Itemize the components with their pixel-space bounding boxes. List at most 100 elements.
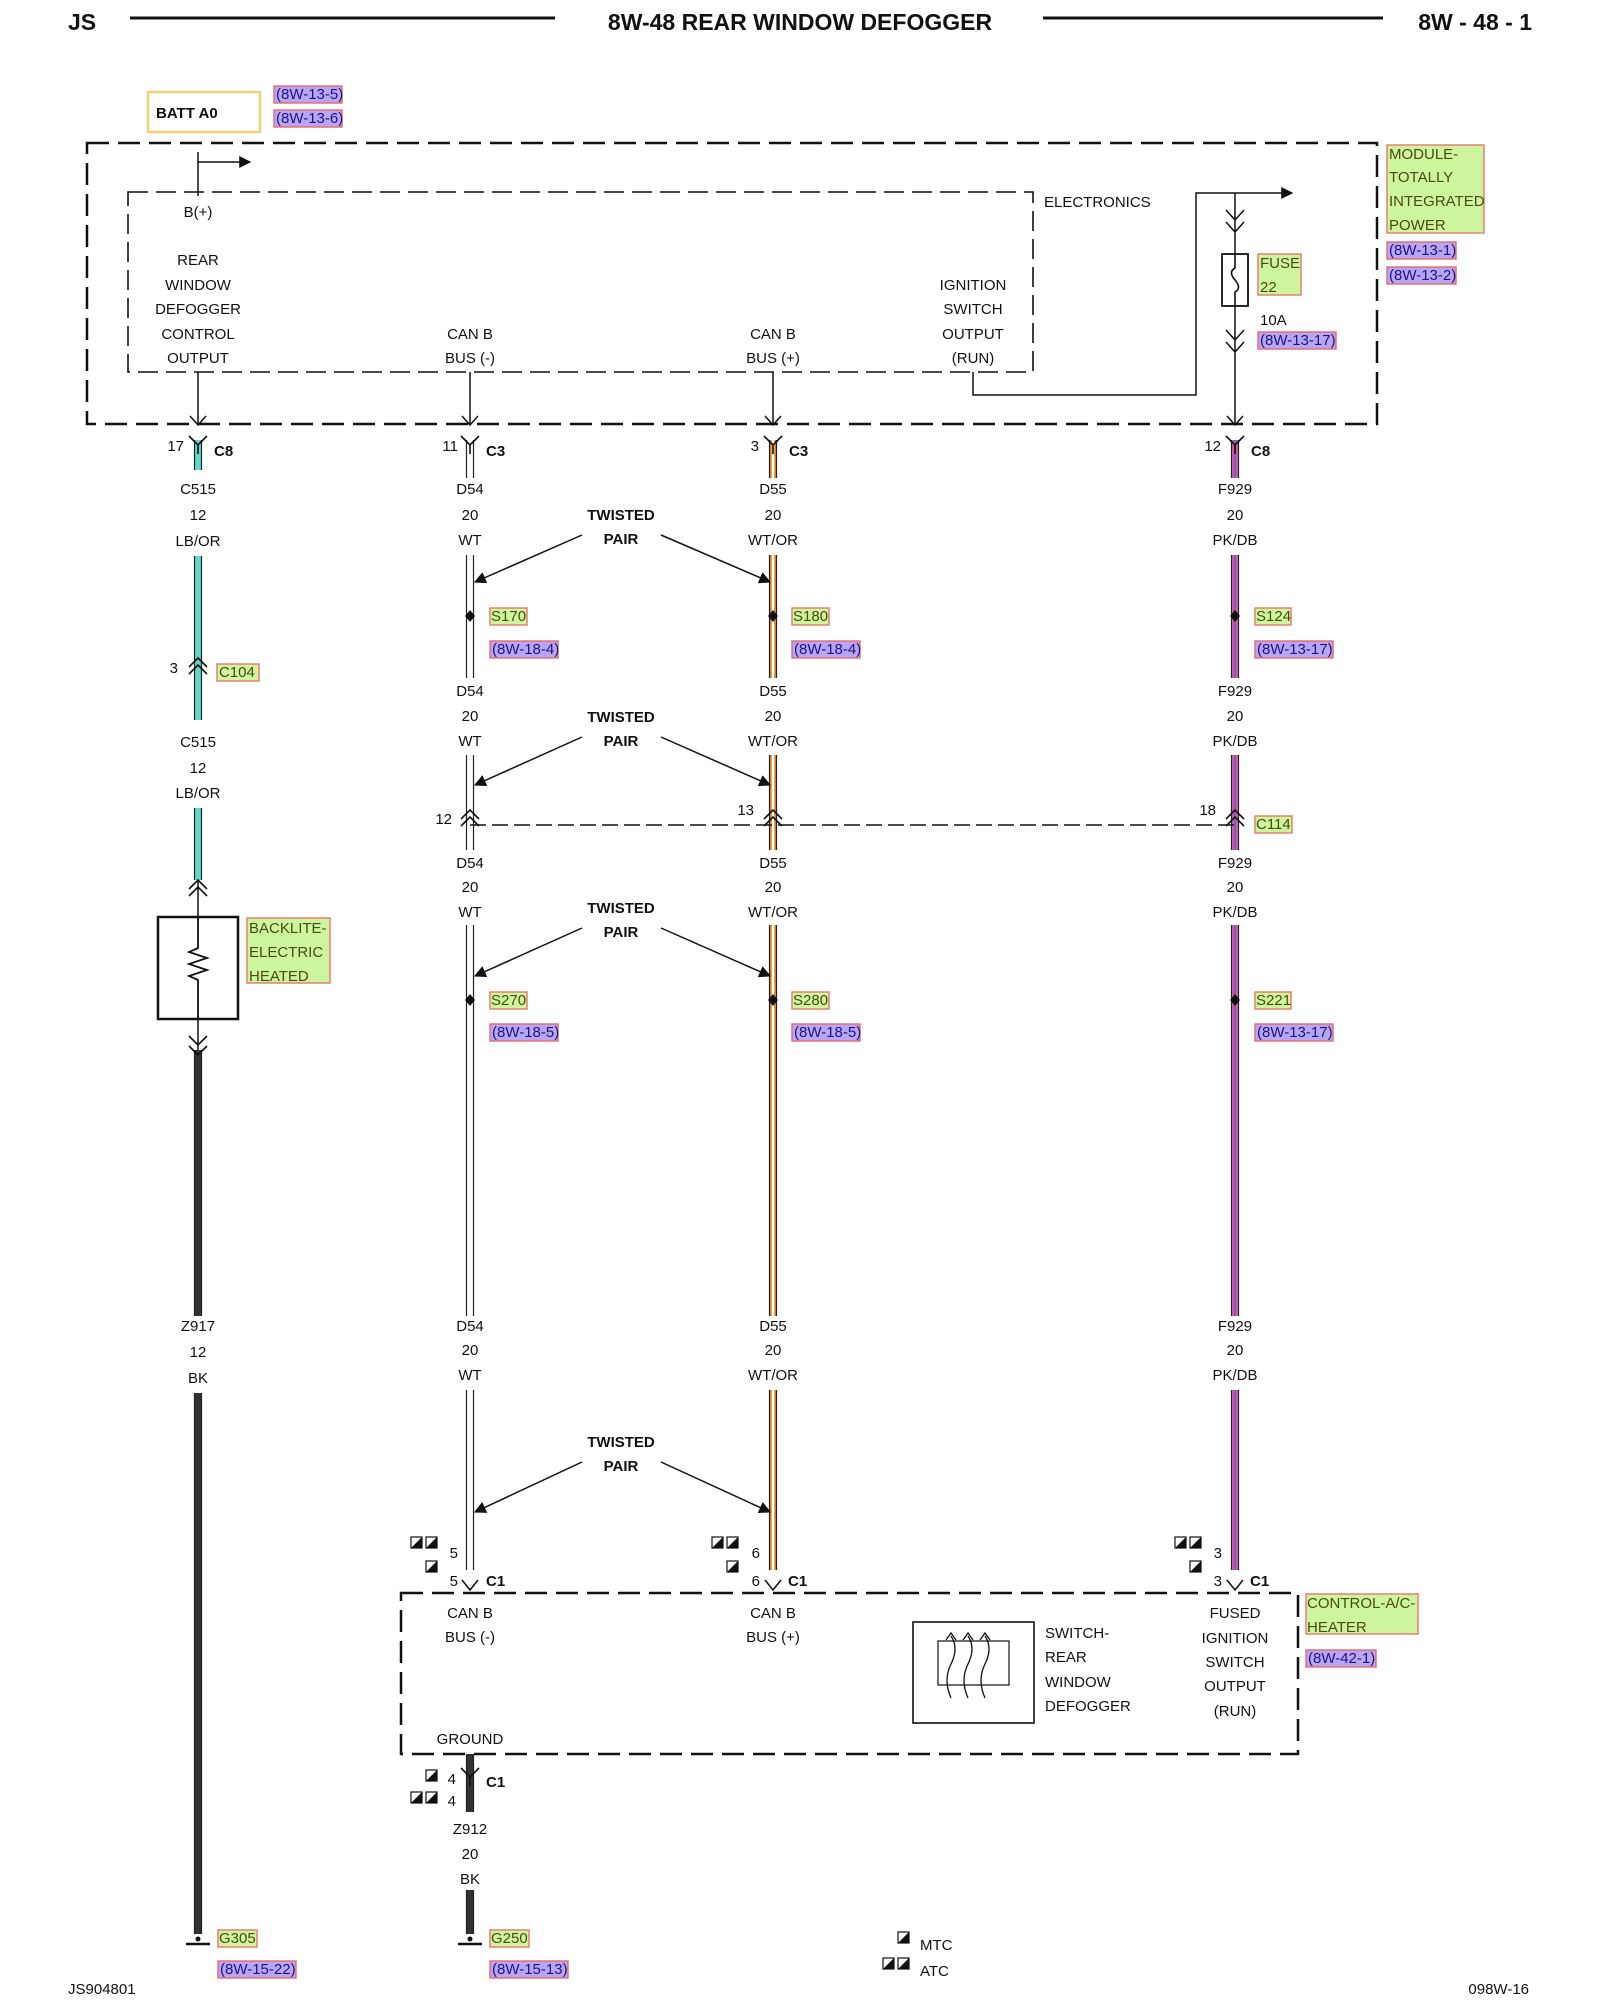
splice-s124: S124 (8W-13-17) <box>1230 607 1334 659</box>
g250-ref[interactable]: (8W-15-13) <box>489 1960 569 1979</box>
svg-text:(8W-13-6): (8W-13-6) <box>276 110 343 127</box>
c114-connector: 12 13 18 C114 <box>435 802 1293 834</box>
svg-text:HEATER: HEATER <box>1307 1619 1367 1636</box>
svg-text:20: 20 <box>765 708 782 725</box>
svg-text:SWITCH: SWITCH <box>943 301 1002 318</box>
wire-d54-label-1: D54 20 WT <box>456 481 484 549</box>
svg-text:HEATED: HEATED <box>249 968 309 985</box>
tipm-ref-2[interactable]: (8W-13-2) <box>1386 266 1457 285</box>
svg-text:TWISTED: TWISTED <box>587 709 655 726</box>
svg-text:20: 20 <box>462 879 479 896</box>
svg-text:20: 20 <box>462 708 479 725</box>
s170-ref[interactable]: (8W-18-4) <box>489 640 559 659</box>
fuse-22-label: FUSE 22 <box>1257 253 1302 296</box>
svg-text:17: 17 <box>167 438 184 455</box>
hvac-name-label: CONTROL-A/C- HEATER <box>1305 1593 1419 1636</box>
svg-text:BUS (-): BUS (-) <box>445 1629 495 1646</box>
wire-d54-seg5 <box>465 1390 475 1570</box>
svg-text:F929: F929 <box>1218 1318 1252 1335</box>
s280-ref[interactable]: (8W-18-5) <box>791 1023 861 1042</box>
svg-text:LB/OR: LB/OR <box>175 785 220 802</box>
hvac-canb-neg-label: CAN B BUS (-) <box>445 1605 495 1646</box>
s180-ref[interactable]: (8W-18-4) <box>791 640 861 659</box>
svg-text:PK/DB: PK/DB <box>1212 532 1257 549</box>
fuse-22-icon <box>1221 253 1249 307</box>
fuse-rating: 10A <box>1260 312 1287 329</box>
wire-d54-seg1 <box>465 440 475 478</box>
svg-text:POWER: POWER <box>1389 217 1446 234</box>
fuse-ref[interactable]: (8W-13-17) <box>1257 331 1337 350</box>
wire-z912-label: Z912 20 BK <box>453 1821 487 1888</box>
wire-d55-label-4: D55 20 WT/OR <box>748 1318 798 1384</box>
svg-text:SWITCH-: SWITCH- <box>1045 1625 1109 1642</box>
svg-text:3: 3 <box>1214 1573 1222 1590</box>
footer-right: 098W-16 <box>1468 1981 1529 1998</box>
svg-text:4: 4 <box>448 1771 456 1788</box>
s124-ref[interactable]: (8W-13-17) <box>1254 640 1334 659</box>
connector-c104 <box>188 656 208 675</box>
svg-text:BK: BK <box>188 1370 208 1387</box>
svg-text:6: 6 <box>752 1573 760 1590</box>
svg-text:(8W-13-17): (8W-13-17) <box>1257 641 1333 658</box>
hvac-ground-label: GROUND <box>437 1731 504 1748</box>
wire-f929-label-3: F929 20 PK/DB <box>1212 855 1257 921</box>
s221-ref[interactable]: (8W-13-17) <box>1254 1023 1334 1042</box>
svg-text:20: 20 <box>765 1342 782 1359</box>
svg-text:CONTROL: CONTROL <box>161 326 234 343</box>
wire-c515-label-2: C515 12 LB/OR <box>175 734 220 802</box>
c104-connector: 3 C104 <box>170 660 260 682</box>
svg-text:BUS (-): BUS (-) <box>445 350 495 367</box>
svg-text:INTEGRATED: INTEGRATED <box>1389 193 1485 210</box>
svg-text:BUS (+): BUS (+) <box>746 350 800 367</box>
svg-text:PAIR: PAIR <box>604 924 639 941</box>
connector-c114-d55 <box>763 808 783 827</box>
g305-ref[interactable]: (8W-15-22) <box>217 1960 297 1979</box>
svg-text:C515: C515 <box>180 734 216 751</box>
wire-z917-seg2 <box>193 1393 203 1934</box>
svg-text:D55: D55 <box>759 683 787 700</box>
legend-atc: ATC <box>920 1963 949 1980</box>
switch-rwd-label: SWITCH- REAR WINDOW DEFOGGER <box>1045 1625 1131 1715</box>
wire-d55-seg4 <box>768 925 778 1316</box>
svg-text:TWISTED: TWISTED <box>587 1434 655 1451</box>
svg-text:20: 20 <box>765 879 782 896</box>
hvac-ref[interactable]: (8W-42-1) <box>1305 1649 1377 1668</box>
batt-label: BATT A0 <box>156 105 218 122</box>
backlite-element <box>156 915 240 1021</box>
svg-text:(8W-15-22): (8W-15-22) <box>220 1961 296 1978</box>
svg-text:WT/OR: WT/OR <box>748 1367 798 1384</box>
connector-c114-f929 <box>1225 808 1245 827</box>
s270-ref[interactable]: (8W-18-5) <box>489 1023 559 1042</box>
hvac-canb-pos-label: CAN B BUS (+) <box>746 1605 800 1646</box>
svg-text:S124: S124 <box>1256 608 1291 625</box>
wire-f929-seg5 <box>1230 1390 1240 1570</box>
svg-text:OUTPUT: OUTPUT <box>167 350 229 367</box>
wire-c515-seg3 <box>193 808 203 880</box>
svg-text:C1: C1 <box>486 1774 505 1791</box>
svg-text:OUTPUT: OUTPUT <box>942 326 1004 343</box>
svg-text:20: 20 <box>765 507 782 524</box>
svg-text:C104: C104 <box>219 664 255 681</box>
svg-text:WINDOW: WINDOW <box>1045 1674 1112 1691</box>
svg-text:PAIR: PAIR <box>604 733 639 750</box>
svg-text:CAN B: CAN B <box>447 326 493 343</box>
wire-d54-label-2: D54 20 WT <box>456 683 484 750</box>
svg-text:(8W-18-4): (8W-18-4) <box>794 641 861 658</box>
batt-ref-2[interactable]: (8W-13-6) <box>273 109 343 128</box>
svg-text:IGNITION: IGNITION <box>940 277 1007 294</box>
fused-ign-label: FUSED IGNITION SWITCH OUTPUT (RUN) <box>1202 1605 1269 1720</box>
svg-text:C1: C1 <box>486 1573 505 1590</box>
svg-text:FUSE: FUSE <box>1260 255 1300 272</box>
batt-ref-1[interactable]: (8W-13-5) <box>273 85 343 104</box>
connector-layer <box>188 435 1245 1786</box>
bplus-label: B(+) <box>184 204 213 221</box>
svg-text:REAR: REAR <box>177 252 219 269</box>
footer-left: JS904801 <box>68 1981 136 1998</box>
tipm-ref-1[interactable]: (8W-13-1) <box>1386 241 1457 260</box>
connector-c3-pin11 <box>460 435 480 454</box>
wire-c515-seg1 <box>193 440 203 470</box>
svg-text:C3: C3 <box>486 443 505 460</box>
svg-text:4: 4 <box>448 1793 456 1810</box>
wire-d55-seg3 <box>768 755 778 850</box>
svg-text:S270: S270 <box>491 992 526 1009</box>
